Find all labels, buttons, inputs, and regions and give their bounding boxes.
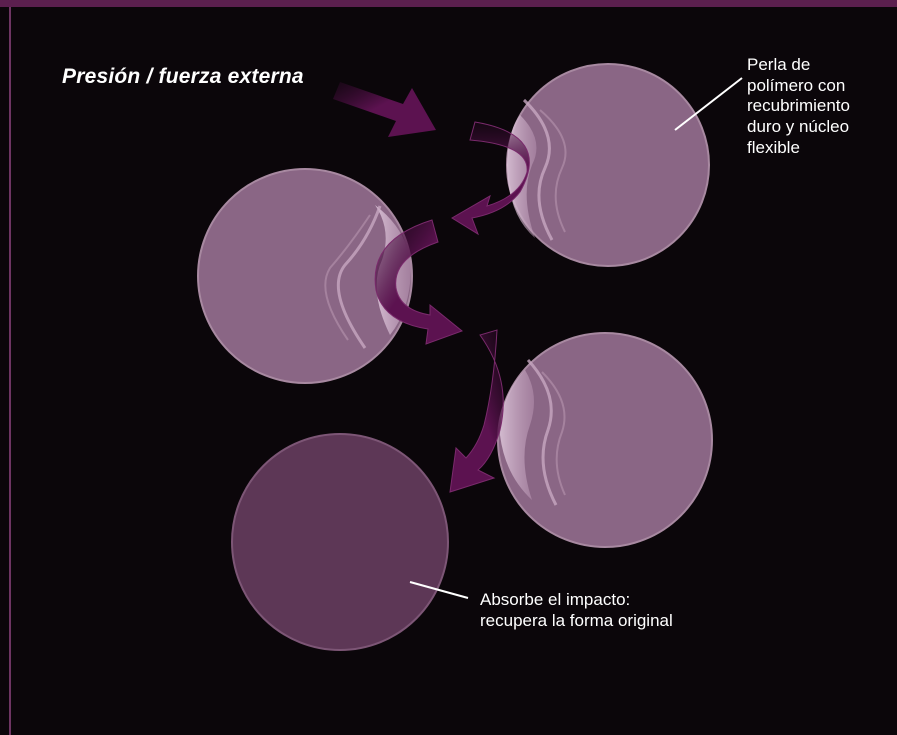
top-bar: [0, 0, 897, 7]
force-arrow: [333, 82, 436, 137]
impact-absorption-label: Absorbe el impacto: recupera la forma or…: [480, 590, 673, 630]
bead-description-label: Perla de polímero con recubrimiento duro…: [747, 55, 850, 157]
left-border: [9, 7, 11, 735]
bead-top-right: [506, 63, 710, 267]
bead-right-lower-dent: [500, 370, 534, 500]
transfer-arrow-1: [451, 121, 530, 236]
external-force-label: Presión / fuerza externa: [62, 65, 304, 88]
impact-label-leader: [409, 581, 469, 599]
transfer-arrow-3: [449, 329, 504, 493]
bead-recovered: [231, 433, 449, 651]
transfer-arrow-2: [374, 219, 464, 345]
bead-right-lower: [497, 332, 713, 548]
bead-label-leader: [674, 77, 743, 131]
